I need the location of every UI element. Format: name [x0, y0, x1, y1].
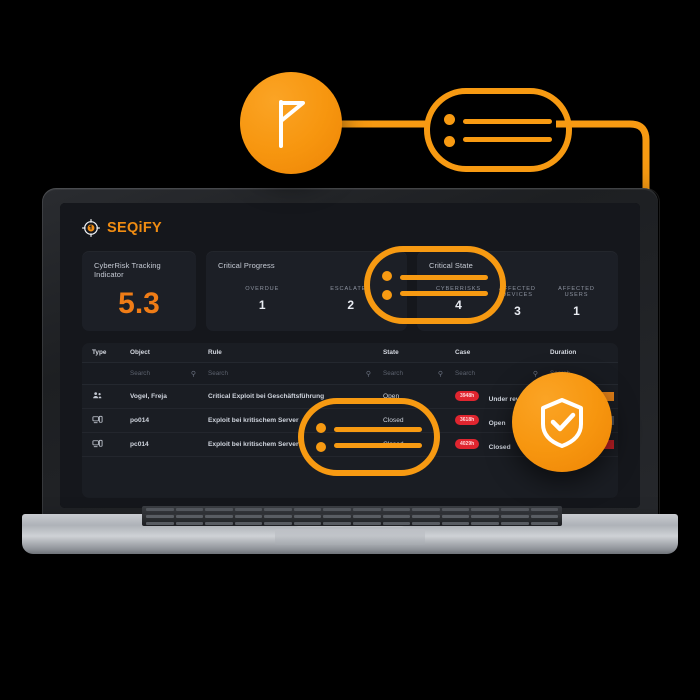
cell-object: Vogel, Freja	[130, 393, 167, 400]
brand-logo: SEQiFY	[82, 219, 162, 237]
stat-affected-devices-label: AFFECTED DEVICES	[499, 286, 536, 298]
column-header-rule: Rule	[208, 349, 222, 356]
list-line	[463, 118, 552, 124]
search-input-rule[interactable]: Search	[208, 370, 228, 377]
list-pill-bottom[interactable]	[298, 398, 440, 476]
cell-type	[86, 436, 124, 454]
list-line	[400, 290, 488, 296]
case-hours-badge: 3948h	[455, 391, 480, 402]
list-line	[334, 442, 422, 448]
critical-progress-title: Critical Progress	[218, 261, 275, 270]
column-header-state: State	[383, 349, 399, 356]
stat-affected-devices-value: 3	[514, 304, 521, 318]
list-items-icon	[444, 113, 455, 147]
flag-icon	[279, 100, 305, 148]
list-line	[334, 426, 422, 432]
kpi-card-row: CyberRisk Tracking Indicator 5.3 Critica…	[82, 251, 618, 331]
group-users-icon	[92, 388, 103, 406]
stat-escalated-label: ESCALATED	[330, 286, 372, 292]
list-lines	[463, 118, 552, 142]
brand-name: SEQiFY	[107, 220, 162, 236]
column-header-case: Case	[455, 349, 471, 356]
column-header-object: Object	[130, 349, 150, 356]
cyberrisk-score-value: 5.3	[118, 287, 160, 320]
list-dot	[444, 113, 455, 125]
stat-overdue-value: 1	[258, 298, 266, 312]
list-dot	[316, 422, 326, 433]
list-line	[463, 136, 552, 142]
laptop-trackpad	[275, 529, 425, 545]
search-cell-case[interactable]: Search ⚲	[449, 370, 544, 378]
list-dot	[316, 441, 326, 452]
stat-escalated-value: 2	[347, 298, 355, 312]
cell-case: 3618h Open	[449, 412, 544, 430]
list-dot	[444, 135, 455, 147]
target-crosshair-icon	[82, 219, 100, 237]
stat-overdue-label: OVERDUE	[245, 286, 280, 292]
case-state-label: Under review	[488, 395, 531, 403]
list-pill-top[interactable]	[424, 88, 572, 172]
laptop-device: SEQiFY CyberRisk Tracking Indicator 5.3 …	[22, 188, 678, 554]
magnifier-icon[interactable]: ⚲	[532, 370, 538, 378]
search-cell-object[interactable]: Search ⚲	[124, 370, 202, 378]
critical-progress-stats: OVERDUE 1 ESCALATED 2	[218, 286, 395, 312]
device-laptop-icon	[92, 436, 103, 454]
table-search-row: Search ⚲ Search ⚲ Search	[82, 363, 618, 385]
case-hours-badge: 4029h	[455, 439, 480, 450]
search-input-state[interactable]: Search	[383, 370, 403, 377]
stat-affected-users-label: AFFECTED USERS	[558, 286, 595, 298]
search-input-object[interactable]: Search	[130, 370, 150, 377]
cell-rule: Exploit bei kritischem Server	[208, 441, 299, 448]
shield-check-icon	[541, 398, 583, 448]
flag-badge[interactable]	[240, 72, 342, 174]
case-hours-badge: 3618h	[455, 415, 480, 426]
column-header-duration: Duration	[550, 349, 577, 356]
list-lines	[400, 274, 488, 296]
cyberrisk-card-title: CyberRisk Tracking Indicator	[94, 261, 161, 279]
laptop-keyboard	[142, 506, 562, 526]
list-items-icon	[316, 422, 326, 452]
cell-type	[86, 412, 124, 430]
list-line	[400, 274, 488, 280]
stat-affected-users: AFFECTED USERS 1	[547, 286, 606, 318]
magnifier-icon[interactable]: ⚲	[365, 370, 371, 378]
list-dot	[382, 289, 392, 300]
table-header-row: Type Object Rule State Case Duration	[82, 343, 618, 363]
stat-affected-users-value: 1	[573, 304, 580, 318]
search-input-case[interactable]: Search	[455, 370, 475, 377]
cell-object: po014	[130, 417, 150, 424]
case-state-label: Open	[488, 419, 506, 427]
cell-rule: Critical Exploit bei Geschäftsführung	[208, 393, 325, 400]
cell-case: 4029h Closed	[449, 436, 544, 454]
list-lines	[334, 426, 422, 448]
magnifier-icon[interactable]: ⚲	[190, 370, 196, 378]
stat-escalated: ESCALATED 2	[307, 286, 396, 312]
column-header-type: Type	[92, 349, 107, 356]
cell-object: pc014	[130, 441, 149, 448]
shield-badge[interactable]	[512, 372, 612, 472]
cell-type	[86, 388, 124, 406]
stat-affected-devices: AFFECTED DEVICES 3	[488, 286, 547, 318]
list-dot	[382, 270, 392, 281]
cell-rule: Exploit bei kritischem Server	[208, 417, 299, 424]
cyberrisk-indicator-card[interactable]: CyberRisk Tracking Indicator 5.3	[82, 251, 196, 331]
device-laptop-icon	[92, 412, 103, 430]
magnifier-icon[interactable]: ⚲	[437, 370, 443, 378]
cell-state: Open	[383, 393, 400, 400]
list-items-icon	[382, 270, 392, 300]
case-state-label: Closed	[488, 443, 511, 451]
search-cell-rule[interactable]: Search ⚲	[202, 370, 377, 378]
stat-overdue: OVERDUE 1	[218, 286, 307, 312]
list-pill-mid[interactable]	[364, 246, 506, 324]
cell-case: 3948h Under review	[449, 388, 544, 406]
search-cell-state[interactable]: Search ⚲	[377, 370, 449, 378]
